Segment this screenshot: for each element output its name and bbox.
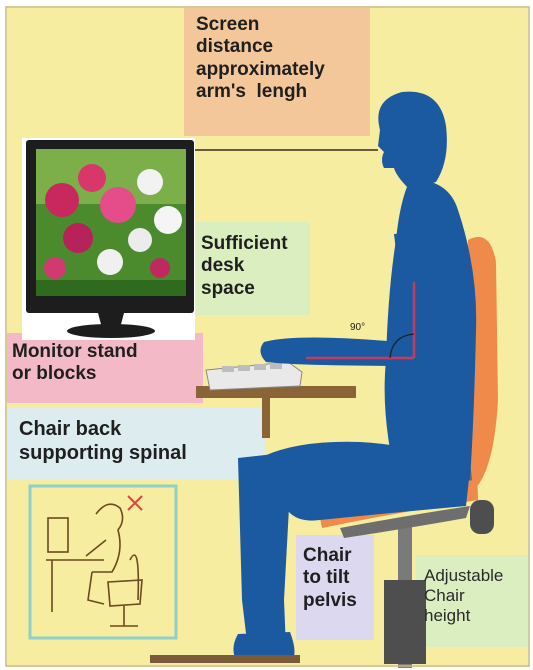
- inset-bad-posture-sketch: [30, 486, 176, 638]
- floor-rest: [150, 655, 300, 663]
- chair-gas-lift: [384, 580, 426, 664]
- label-angle-90: 90°: [350, 322, 365, 334]
- label-monitor-stand: Monitor stand or blocks: [12, 341, 138, 386]
- label-chair-back: Chair back supporting spinal: [19, 418, 187, 465]
- monitor-base: [67, 324, 155, 338]
- chair-armature: [470, 500, 494, 534]
- desk-leg: [262, 398, 270, 438]
- lower-leg: [238, 452, 292, 650]
- label-screen-distance: Screen distance approximately arm's leng…: [196, 14, 325, 104]
- label-chair-tilt: Chair to tilt pelvis: [303, 545, 357, 612]
- label-desk-space: Sufficient desk space: [201, 233, 288, 300]
- monitor: [22, 138, 195, 340]
- label-chair-height: Adjustable Chair height: [424, 566, 503, 626]
